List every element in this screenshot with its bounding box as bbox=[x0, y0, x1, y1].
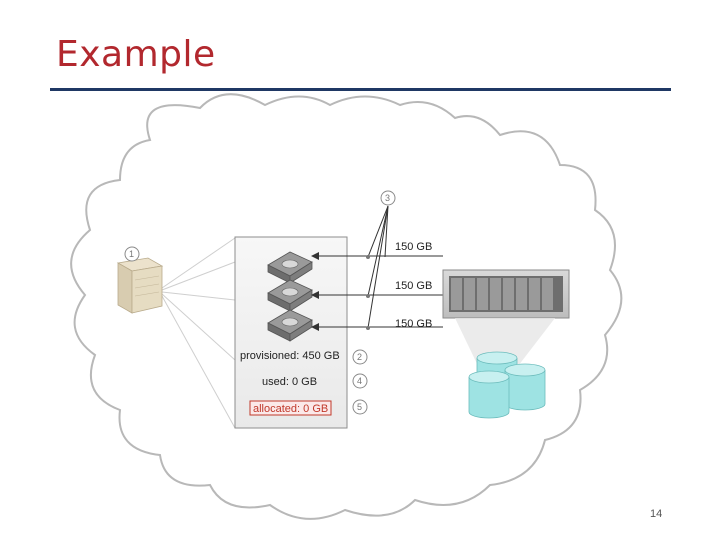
storage-array-icon bbox=[442, 269, 570, 319]
disk-icon bbox=[267, 279, 313, 312]
used-label: used: 0 GB bbox=[262, 376, 317, 388]
slide-title: Example bbox=[56, 34, 216, 75]
volume-label: 150 GB bbox=[395, 280, 432, 292]
callout-1: 1 bbox=[124, 246, 140, 262]
callout-3-leaders bbox=[367, 205, 389, 329]
svg-text:1: 1 bbox=[129, 249, 134, 259]
callout-2: 2 bbox=[352, 349, 368, 365]
server-icon bbox=[116, 257, 164, 314]
svg-text:2: 2 bbox=[357, 352, 362, 362]
disk-icon bbox=[267, 309, 313, 342]
page-number: 14 bbox=[650, 508, 663, 520]
volume-label: 150 GB bbox=[395, 318, 432, 330]
volume-arrows bbox=[311, 252, 443, 331]
callout-3: 3 bbox=[380, 190, 396, 206]
svg-text:4: 4 bbox=[357, 376, 362, 386]
storage-pool-cylinder bbox=[468, 370, 510, 419]
svg-text:3: 3 bbox=[385, 193, 390, 203]
allocated-highlight bbox=[249, 400, 332, 416]
volume-label: 150 GB bbox=[395, 241, 432, 253]
provisioned-label: provisioned: 450 GB bbox=[240, 350, 340, 362]
svg-text:5: 5 bbox=[357, 402, 362, 412]
storage-pool-cylinder bbox=[504, 363, 546, 411]
callout-4: 4 bbox=[352, 373, 368, 389]
leader-dots bbox=[366, 255, 370, 330]
fan-lines bbox=[161, 237, 236, 429]
allocated-label: allocated: 0 GB bbox=[253, 403, 328, 415]
callout-5: 5 bbox=[352, 399, 368, 415]
title-divider bbox=[50, 88, 671, 91]
